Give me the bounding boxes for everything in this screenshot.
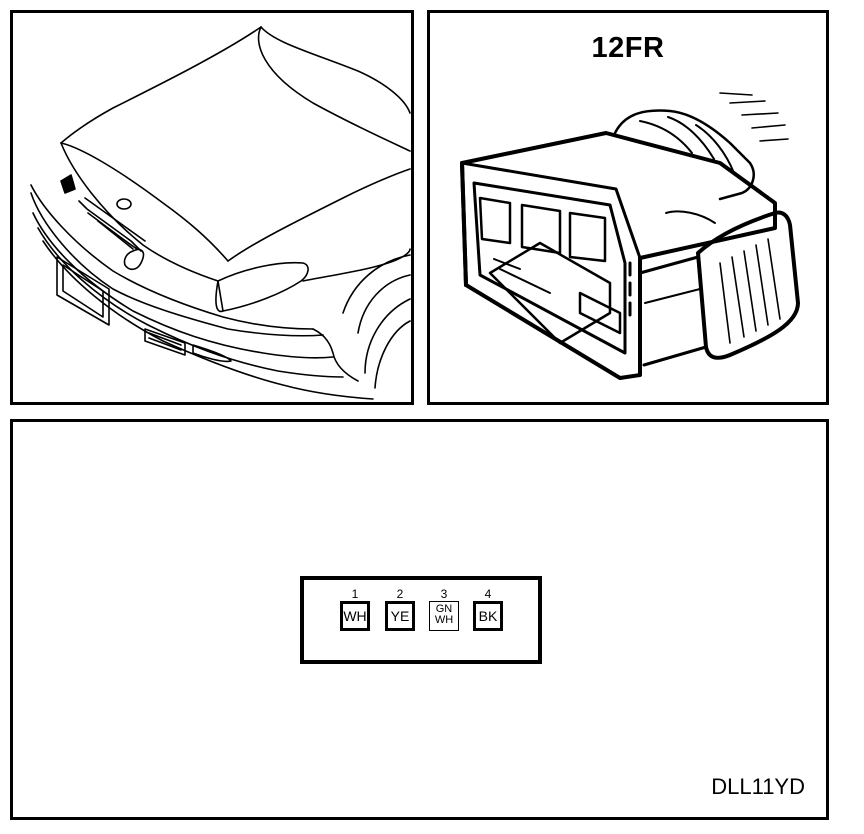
- pin-number: 1: [351, 587, 359, 601]
- vehicle-location-panel: [10, 10, 414, 405]
- connector-face: 1 WH 2 YE 3 GN WH 4 BK: [300, 576, 542, 664]
- pin-wire-color: GN WH: [429, 601, 459, 631]
- pin-4: 4 BK: [472, 588, 504, 631]
- car-front-illustration: [30, 26, 411, 400]
- connector-illustration-panel: 12FR: [427, 10, 829, 405]
- pin-1: 1 WH: [339, 588, 371, 631]
- pin-number: 3: [440, 587, 448, 601]
- pin-wire-color: BK: [473, 601, 503, 631]
- pin-number: 2: [396, 587, 404, 601]
- pin-number: 4: [484, 587, 492, 601]
- connector-drawing: [460, 92, 800, 380]
- pin-wire-color: YE: [385, 601, 415, 631]
- drawing-code: DLL11YD: [711, 774, 805, 799]
- pin-wire-color-primary: GN: [435, 603, 453, 615]
- pin-wire-color-stripe: WH: [434, 614, 454, 626]
- pin-3: 3 GN WH: [428, 588, 460, 631]
- connector-label: 12FR: [591, 32, 665, 64]
- pin-wire-color: WH: [340, 601, 370, 631]
- pin-2: 2 YE: [384, 588, 416, 631]
- connector-pinout-panel: 1 WH 2 YE 3 GN WH 4 BK DLL11YD: [10, 419, 829, 820]
